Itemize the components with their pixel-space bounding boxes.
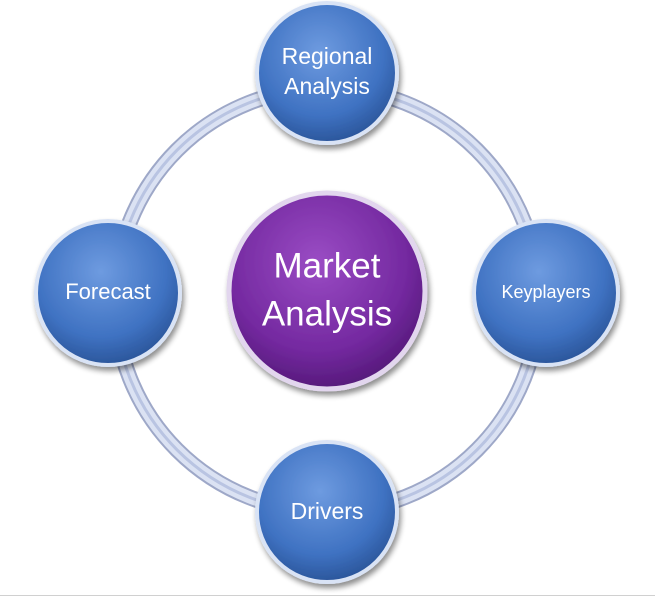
- node-regional-analysis-line1: Regional: [282, 43, 373, 69]
- node-regional-analysis-line2: Analysis: [284, 73, 370, 99]
- node-forecast[interactable]: Forecast: [34, 219, 182, 367]
- node-keyplayers-label: Keyplayers: [501, 282, 590, 302]
- node-market-analysis[interactable]: Market Analysis: [226, 190, 428, 392]
- center-line1: Market: [274, 246, 381, 285]
- center-line2: Analysis: [262, 294, 392, 333]
- node-drivers[interactable]: Drivers: [255, 440, 399, 584]
- node-forecast-label: Forecast: [65, 279, 151, 304]
- node-keyplayers[interactable]: Keyplayers: [472, 219, 620, 367]
- node-drivers-label: Drivers: [291, 498, 364, 524]
- node-regional-analysis[interactable]: Regional Analysis: [255, 1, 399, 145]
- bottom-divider: [0, 595, 655, 596]
